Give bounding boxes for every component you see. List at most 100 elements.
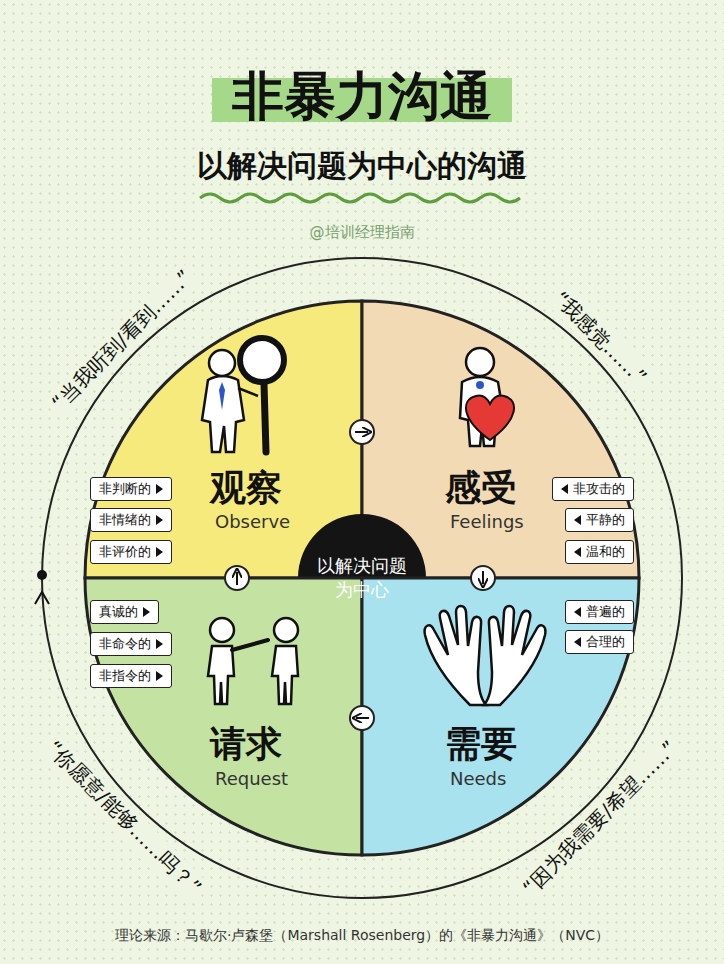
tag-box: 非判断的 xyxy=(90,477,172,501)
quality-tag: 非情绪的 xyxy=(90,508,172,532)
arrow-line xyxy=(355,431,368,433)
title: 非暴力沟通 xyxy=(232,62,492,132)
arrow-badge xyxy=(471,566,495,590)
label-wrap: “我感觉……” xyxy=(545,283,655,393)
figure-body xyxy=(202,376,244,452)
arrow-badge xyxy=(350,420,374,444)
quality-tag: 非指令的 xyxy=(90,664,172,688)
arrow-badge xyxy=(350,706,374,730)
figure-tie xyxy=(219,382,225,410)
tag-box: 非攻击的 xyxy=(552,477,634,501)
arrow-badge xyxy=(225,566,249,590)
figure-body xyxy=(208,646,234,704)
tag-text: 非情绪的 xyxy=(99,511,151,529)
quadrant-fill xyxy=(85,578,362,855)
quadrant-fill xyxy=(362,578,639,855)
quality-tag: 合理的 xyxy=(565,630,634,654)
tag-pointer xyxy=(561,484,568,494)
tag-box: 平静的 xyxy=(565,508,634,532)
tag-pointer xyxy=(156,484,163,494)
quality-tag: 平静的 xyxy=(565,508,634,532)
tag-box: 普遍的 xyxy=(565,600,634,624)
watermark: @培训经理指南 xyxy=(310,223,415,242)
step-english: Feelings xyxy=(450,511,524,532)
text-wrap: Observe xyxy=(215,511,290,532)
step-english: Request xyxy=(215,768,288,789)
tag-box: 温和的 xyxy=(565,540,634,564)
step-heading: 请求 xyxy=(210,720,282,769)
tag-text: 非判断的 xyxy=(99,480,151,498)
figure-head xyxy=(209,350,235,376)
tag-box: 非指令的 xyxy=(90,664,172,688)
figure-body xyxy=(460,377,504,446)
flow-arrow xyxy=(225,566,249,590)
tag-pointer xyxy=(156,671,163,681)
text-wrap: 需要 xyxy=(445,720,517,769)
tag-text: 非攻击的 xyxy=(573,480,625,498)
pointing-arm xyxy=(232,640,268,650)
figure-head xyxy=(466,348,494,376)
text-wrap: 请求 xyxy=(210,720,282,769)
step-heading: 需要 xyxy=(445,720,517,769)
figure-body xyxy=(272,646,298,704)
flow-arrow xyxy=(471,566,495,590)
quality-tag: 非命令的 xyxy=(90,632,172,656)
title-wrap: 非暴力沟通 xyxy=(0,62,724,132)
figure-head xyxy=(274,618,298,642)
step-english: Observe xyxy=(215,511,290,532)
magnifier-lens xyxy=(240,338,284,382)
tag-pointer xyxy=(156,515,163,525)
tag-text: 非评价的 xyxy=(99,543,151,561)
step-heading: 观察 xyxy=(210,464,282,513)
ring-dot xyxy=(37,570,47,580)
flow-arrow xyxy=(350,420,374,444)
step-heading: 感受 xyxy=(445,464,517,513)
tag-box: 非命令的 xyxy=(90,632,172,656)
arrow-line xyxy=(356,717,369,719)
tag-pointer xyxy=(574,607,581,617)
right-hand xyxy=(484,606,545,705)
tag-pointer xyxy=(574,515,581,525)
quadrant: 需要Needs 普遍的合理的 xyxy=(362,578,639,855)
label-wrap: 以解决问题为中心的沟通 xyxy=(197,146,527,187)
ring-arrowhead xyxy=(35,592,49,604)
text-wrap: 感受 xyxy=(445,464,517,513)
quality-tag: 真诚的 xyxy=(90,600,159,624)
cycle-ring xyxy=(42,258,682,898)
quality-tag: 普遍的 xyxy=(565,600,634,624)
step-english: Needs xyxy=(450,768,506,789)
tag-pointer xyxy=(574,547,581,557)
magnifier-handle xyxy=(264,384,266,452)
tag-text: 温和的 xyxy=(586,543,625,561)
tag-text: 非指令的 xyxy=(99,667,151,685)
quality-tag: 非判断的 xyxy=(90,477,172,501)
text-wrap: 观察 xyxy=(210,464,282,513)
arrow-line xyxy=(482,571,484,584)
tag-pointer xyxy=(574,637,581,647)
tag-box: 真诚的 xyxy=(90,600,159,624)
center-text: 以解决问题为中心 xyxy=(314,554,410,603)
tag-pointer xyxy=(156,547,163,557)
flow-arrow xyxy=(350,706,374,730)
tag-pointer xyxy=(143,607,150,617)
tag-text: 真诚的 xyxy=(99,603,138,621)
tag-box: 非评价的 xyxy=(90,540,172,564)
label-wrap: @培训经理指南 xyxy=(310,223,415,242)
subtitle: 以解决问题为中心的沟通 xyxy=(197,146,527,187)
ring-phrase: “我感觉……” xyxy=(545,283,655,393)
caption: 理论来源：马歇尔·卢森堡（Marshall Rosenberg）的《非暴力沟通》… xyxy=(115,927,609,945)
quality-tag: 温和的 xyxy=(565,540,634,564)
text-wrap: Feelings xyxy=(450,511,524,532)
quadrant: 请求Request 真诚的非命令的非指令的 xyxy=(85,578,362,855)
figure-head xyxy=(210,618,234,642)
heart xyxy=(466,396,514,440)
text-wrap: Request xyxy=(215,768,288,789)
badge xyxy=(476,381,484,389)
left-hand xyxy=(425,606,486,705)
figure-arm xyxy=(238,388,258,396)
arrow-line xyxy=(236,572,238,585)
tag-text: 平静的 xyxy=(586,511,625,529)
quality-tag: 非攻击的 xyxy=(552,477,634,501)
text-wrap: Needs xyxy=(450,768,506,789)
